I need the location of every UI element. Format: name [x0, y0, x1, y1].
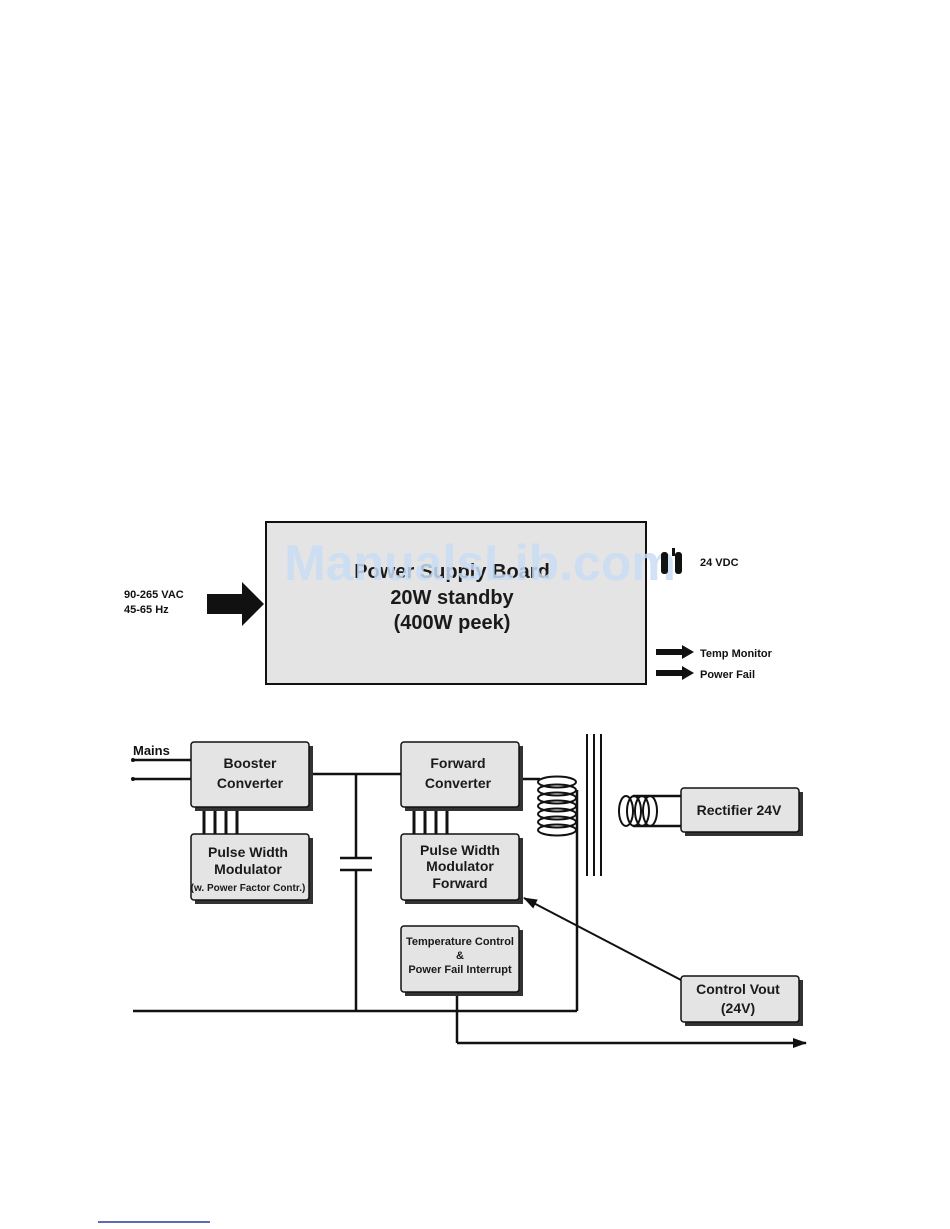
mains-terminal-1 — [131, 758, 135, 762]
primary-coil-icon — [537, 775, 577, 837]
vout-label-2: (24V) — [721, 1000, 755, 1016]
pwm1-label-2: Modulator — [214, 861, 282, 877]
power-fail-label: Power Fail — [700, 669, 755, 681]
pwm2-label-1: Pulse Width — [420, 842, 500, 858]
booster-label-1: Booster — [224, 755, 277, 771]
temp-label-1: Temperature Control — [406, 936, 514, 948]
booster-label-2: Converter — [217, 775, 284, 791]
booster-pwm-links — [202, 807, 239, 834]
temp-monitor-label: Temp Monitor — [700, 648, 773, 660]
forward-label-2: Converter — [425, 775, 492, 791]
transformer-core-icon — [586, 734, 602, 876]
temperature-control-box: Temperature Control & Power Fail Interru… — [400, 925, 523, 996]
input-voltage-label: 90-265 VAC — [124, 589, 184, 601]
mains-label: Mains — [133, 743, 170, 758]
control-vout-box: Control Vout (24V) — [680, 975, 803, 1026]
input-frequency-label: 45-65 Hz — [124, 604, 169, 616]
mains-terminal-2 — [131, 777, 135, 781]
board-standby: 20W standby — [390, 587, 514, 609]
watermark: ManualsLib.com — [284, 535, 676, 591]
rectifier-box: Rectifier 24V — [680, 787, 803, 836]
temp-monitor-arrow-icon — [656, 645, 694, 659]
rectifier-label: Rectifier 24V — [697, 802, 782, 818]
board-title: Power Supply Board — [354, 561, 550, 583]
forward-converter-box: Forward Converter — [400, 741, 523, 811]
booster-converter-box: Booster Converter — [190, 741, 313, 811]
dc-connector-icon — [661, 548, 682, 574]
pwm1-label-1: Pulse Width — [208, 844, 288, 860]
forward-label-1: Forward — [430, 755, 485, 771]
pwm2-label-3: Forward — [432, 875, 487, 891]
secondary-coil-icon — [618, 795, 658, 827]
pwm2-label-2: Modulator — [426, 858, 494, 874]
board-peak: (400W peek) — [394, 612, 511, 634]
forward-pwm-links — [412, 807, 449, 834]
power-supply-board-box — [265, 521, 647, 685]
temp-label-2: & — [456, 950, 464, 962]
pwm1-label-3: (w. Power Factor Contr.) — [191, 883, 306, 894]
pwm-booster-box: Pulse Width Modulator (w. Power Factor C… — [190, 833, 313, 904]
input-arrow-icon — [207, 582, 264, 626]
power-fail-arrow-icon — [656, 666, 694, 680]
pwm-forward-box: Pulse Width Modulator Forward — [400, 833, 523, 904]
temp-label-3: Power Fail Interrupt — [408, 964, 512, 976]
feedback-arrow — [523, 897, 682, 981]
vout-label-1: Control Vout — [696, 981, 780, 997]
output-24vdc-label: 24 VDC — [700, 557, 739, 569]
